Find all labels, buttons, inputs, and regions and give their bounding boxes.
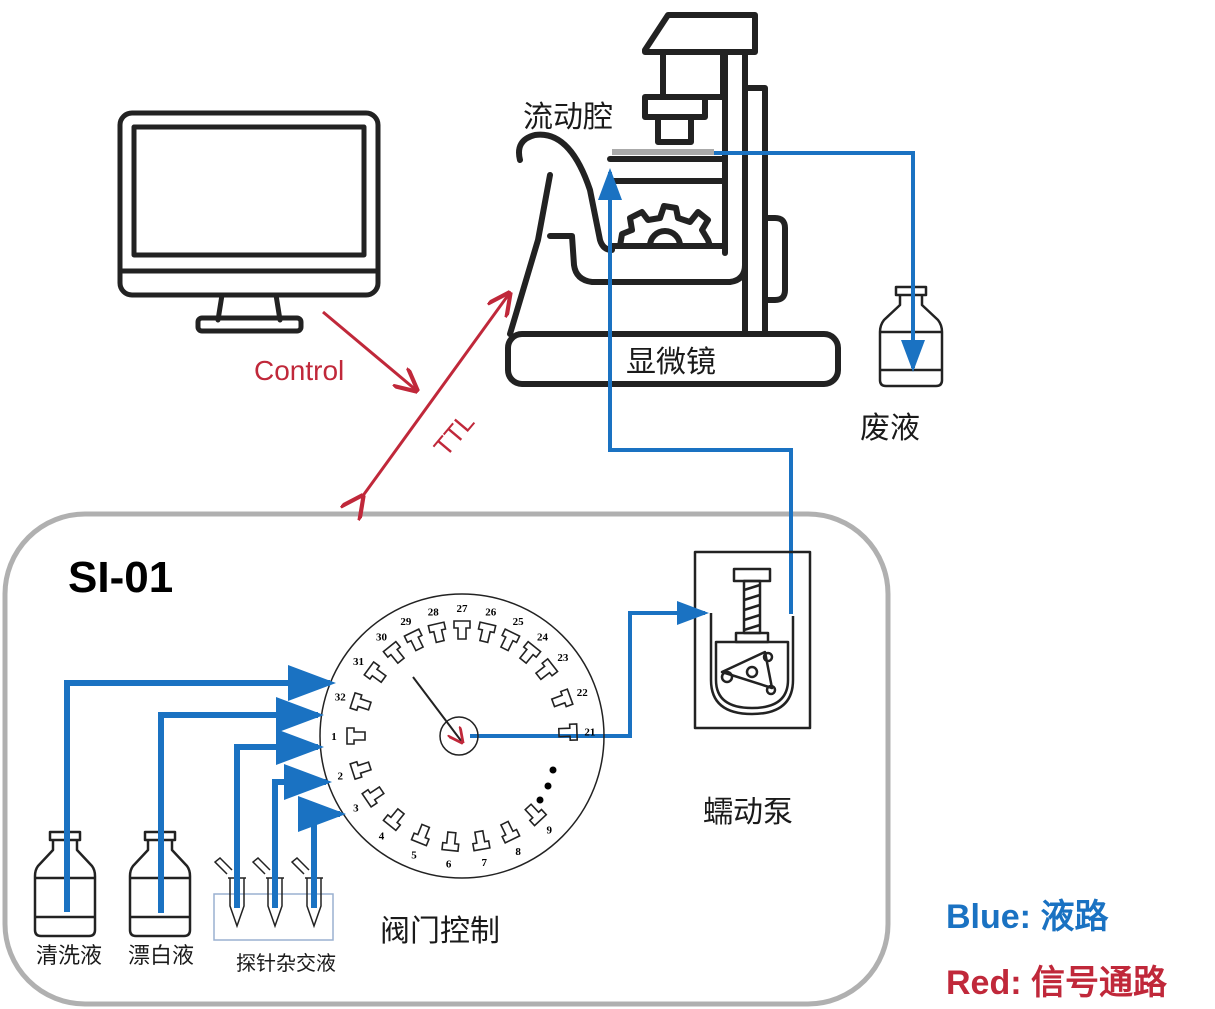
fluid-path-probe-3 — [298, 796, 346, 908]
fluid-path-pump-to-flowcell — [598, 168, 793, 614]
valve-port-socket — [349, 760, 372, 781]
valve-port-socket — [427, 621, 447, 644]
valve-port-number: 4 — [379, 830, 385, 842]
control-label: Control — [254, 355, 344, 386]
wash-label: 清洗液 — [36, 944, 102, 969]
valve-port-socket — [349, 691, 372, 712]
valve-port-number: 32 — [335, 691, 347, 703]
valve-port-socket — [382, 640, 406, 665]
valve-port-number: 29 — [400, 616, 412, 628]
valve-port-socket — [524, 803, 548, 827]
valve-port-socket — [441, 831, 460, 853]
valve-label: 阀门控制 — [380, 914, 500, 949]
valve-port-socket — [363, 660, 387, 684]
valve-port-socket — [403, 628, 425, 652]
bleach-label: 漂白液 — [128, 944, 194, 969]
fluid-path-to-waste — [714, 151, 925, 372]
valve-port-number: 3 — [353, 803, 359, 815]
system-title: SI-01 — [68, 553, 173, 602]
valve-port-socket — [557, 723, 579, 742]
valve-port-number: 24 — [537, 632, 549, 644]
valve-port-socket — [477, 621, 497, 644]
valve-port-number: 8 — [515, 846, 521, 858]
probe-tube — [251, 856, 284, 929]
valve-port-number: 6 — [446, 858, 452, 870]
valve-port-socket — [518, 640, 542, 665]
fluid-path-valve-to-pump — [470, 601, 709, 738]
fluid-path-probe-1 — [234, 729, 324, 908]
fluid-path-bleach — [158, 697, 324, 913]
legend-fluid: Blue: 液路 — [946, 898, 1109, 936]
valve-port-number: 30 — [376, 632, 388, 644]
valve-port-number: 7 — [481, 857, 487, 869]
valve-port-socket — [471, 829, 491, 852]
pump-label: 蠕动泵 — [703, 795, 793, 830]
computer-icon — [117, 110, 381, 334]
valve-port-number: 5 — [411, 850, 417, 862]
microscope-icon — [505, 12, 841, 387]
ttl-signal-arrow — [362, 294, 509, 497]
valve-port-socket — [382, 807, 406, 832]
valve-port-number: 22 — [577, 687, 589, 699]
ttl-label: TTL — [428, 407, 481, 462]
valve-port-number: 21 — [584, 727, 595, 739]
waste-label: 废液 — [860, 411, 920, 446]
fluid-path-probe-2 — [272, 764, 332, 908]
flow-cell-label: 流动腔 — [523, 100, 613, 135]
valve-port-number: 26 — [485, 606, 497, 618]
valve-port-number: 9 — [547, 825, 553, 837]
legend-signal: Red: 信号通路 — [946, 964, 1168, 1002]
probe-label: 探针杂交液 — [236, 951, 336, 975]
probe-tube — [213, 856, 246, 929]
valve-port-socket — [361, 785, 385, 809]
valve-port-socket — [499, 628, 521, 652]
valve-port-number: 2 — [338, 771, 344, 783]
microscope-label: 显微镜 — [626, 345, 716, 380]
valve-port-number: 31 — [353, 656, 364, 668]
valve-port-socket — [453, 620, 471, 640]
peristaltic-pump-icon — [693, 550, 812, 730]
valve-port-number: 25 — [513, 616, 525, 628]
valve-port-number: 28 — [428, 606, 440, 618]
probe-tube — [290, 856, 323, 929]
valve-port-socket — [346, 727, 366, 745]
valve-port-socket — [550, 688, 574, 708]
valve-port-socket — [534, 657, 559, 681]
valve-port-number: 1 — [331, 731, 337, 743]
valve-port-number: 23 — [557, 652, 569, 664]
fluid-path-wash — [64, 665, 336, 912]
valve-port-socket — [410, 823, 431, 847]
valve-port-number: 27 — [457, 603, 469, 615]
valve-port-socket — [499, 820, 521, 844]
